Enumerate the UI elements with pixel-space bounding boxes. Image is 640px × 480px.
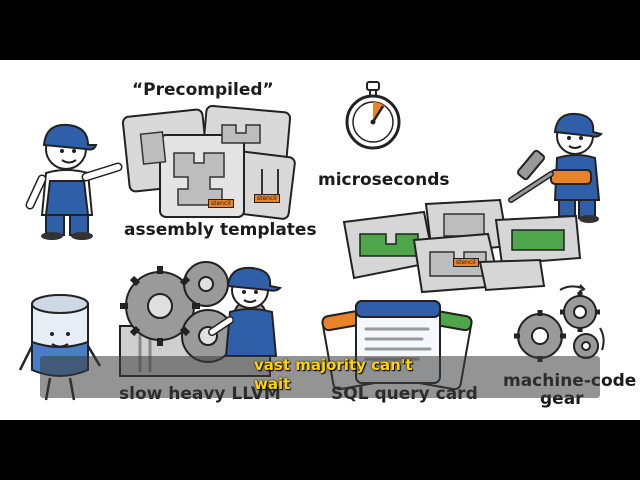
stencil-tag: stencil (453, 258, 479, 267)
assembly-templates-label: assembly templates (124, 220, 317, 240)
illustration-canvas: “Precompiled” stencil stencil assembly t… (0, 60, 640, 420)
worker-glue-gun-illustration (508, 112, 603, 223)
subtitle-caption: vast majority can't wait (254, 356, 414, 394)
microseconds-label: microseconds (318, 170, 450, 190)
stencil-tag: stencil (254, 194, 280, 203)
precompiled-label: “Precompiled” (132, 80, 274, 100)
worker-wrench-illustration (208, 266, 283, 357)
stencil-tag: stencil (208, 199, 234, 208)
subtitle-line-1: vast majority can't (254, 356, 413, 374)
subtitle-line-2: wait (254, 375, 291, 393)
worker-pointing-illustration (25, 123, 123, 240)
stopwatch-icon (345, 81, 401, 150)
puzzle-pieces-illustration (342, 198, 582, 294)
machine-code-gear-icon (514, 284, 605, 362)
subtitle-background (40, 356, 600, 398)
